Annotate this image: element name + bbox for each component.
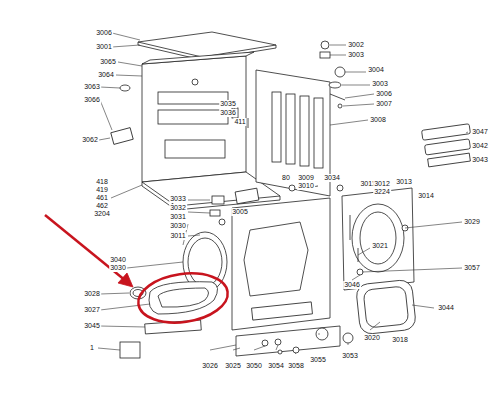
callout-number: 3028 bbox=[83, 290, 101, 298]
callout-number: 3030 bbox=[169, 222, 187, 230]
callout-number: 3040 bbox=[109, 256, 127, 264]
callout-number: 3057 bbox=[463, 264, 481, 272]
callout-number: 462 bbox=[95, 202, 109, 210]
callout-number: 419 bbox=[95, 186, 109, 194]
callout-number: 3033 bbox=[169, 195, 187, 203]
callout-number: 3224 bbox=[373, 188, 391, 196]
callout-number: 3029 bbox=[463, 218, 481, 226]
callout-number: 3044 bbox=[437, 304, 455, 312]
callout-number: 3064 bbox=[97, 71, 115, 79]
callout-number: 3005 bbox=[231, 208, 249, 216]
callout-number: 3030 bbox=[109, 264, 127, 272]
callout-number: 3013 bbox=[395, 178, 413, 186]
callout-number: 3055 bbox=[309, 356, 327, 364]
callout-number: 3063 bbox=[83, 83, 101, 91]
callout-number: 3025 bbox=[224, 362, 242, 370]
callout-number: 1 bbox=[89, 344, 95, 352]
callout-number: 3035 bbox=[219, 100, 237, 108]
callout-number: 3014 bbox=[417, 192, 435, 200]
callout-number: 3065 bbox=[99, 58, 117, 66]
callout-number: 3050 bbox=[245, 362, 263, 370]
callout-number: 3018 bbox=[391, 336, 409, 344]
callout-number: 3002 bbox=[347, 41, 365, 49]
callout-number: 3032 bbox=[169, 204, 187, 212]
callout-number: 3021 bbox=[371, 242, 389, 250]
callout-number: 3036 bbox=[219, 109, 237, 117]
callout-number: 3008 bbox=[369, 116, 387, 124]
callout-number: 3034 bbox=[323, 174, 341, 182]
callout-number: 3054 bbox=[267, 362, 285, 370]
callout-number: 80 bbox=[281, 174, 291, 182]
callout-number: 3027 bbox=[83, 306, 101, 314]
callout-number: 3012 bbox=[373, 180, 391, 188]
callout-number: 3004 bbox=[367, 66, 385, 74]
callout-number: 3003 bbox=[371, 80, 389, 88]
callout-number: 3020 bbox=[363, 334, 381, 342]
callout-number: 411 bbox=[233, 118, 246, 126]
callout-number: 3031 bbox=[169, 213, 187, 221]
callout-number: 3062 bbox=[81, 136, 99, 144]
callout-number: 461 bbox=[95, 194, 109, 202]
callout-number: 3045 bbox=[83, 322, 101, 330]
callout-number: 3010 bbox=[297, 182, 315, 190]
callout-number: 3011 bbox=[169, 232, 186, 240]
callout-number: 3009 bbox=[297, 174, 315, 182]
callout-number: 3001 bbox=[95, 43, 113, 51]
callout-number: 3053 bbox=[341, 352, 359, 360]
callout-number: 3042 bbox=[471, 142, 489, 150]
callout-number: 3026 bbox=[201, 362, 219, 370]
callout-number: 3058 bbox=[287, 362, 305, 370]
callout-number: 3006 bbox=[375, 90, 393, 98]
callout-number: 3006 bbox=[95, 29, 113, 37]
callout-number: 3047 bbox=[471, 128, 489, 136]
callout-number: 3003 bbox=[347, 51, 365, 59]
callout-number: 3043 bbox=[471, 156, 489, 164]
callout-number: 3007 bbox=[375, 100, 393, 108]
callout-number: 3066 bbox=[83, 96, 101, 104]
callout-number: 3204 bbox=[93, 210, 111, 218]
callout-number: 3046 bbox=[343, 281, 361, 289]
callout-number: 418 bbox=[95, 178, 109, 186]
